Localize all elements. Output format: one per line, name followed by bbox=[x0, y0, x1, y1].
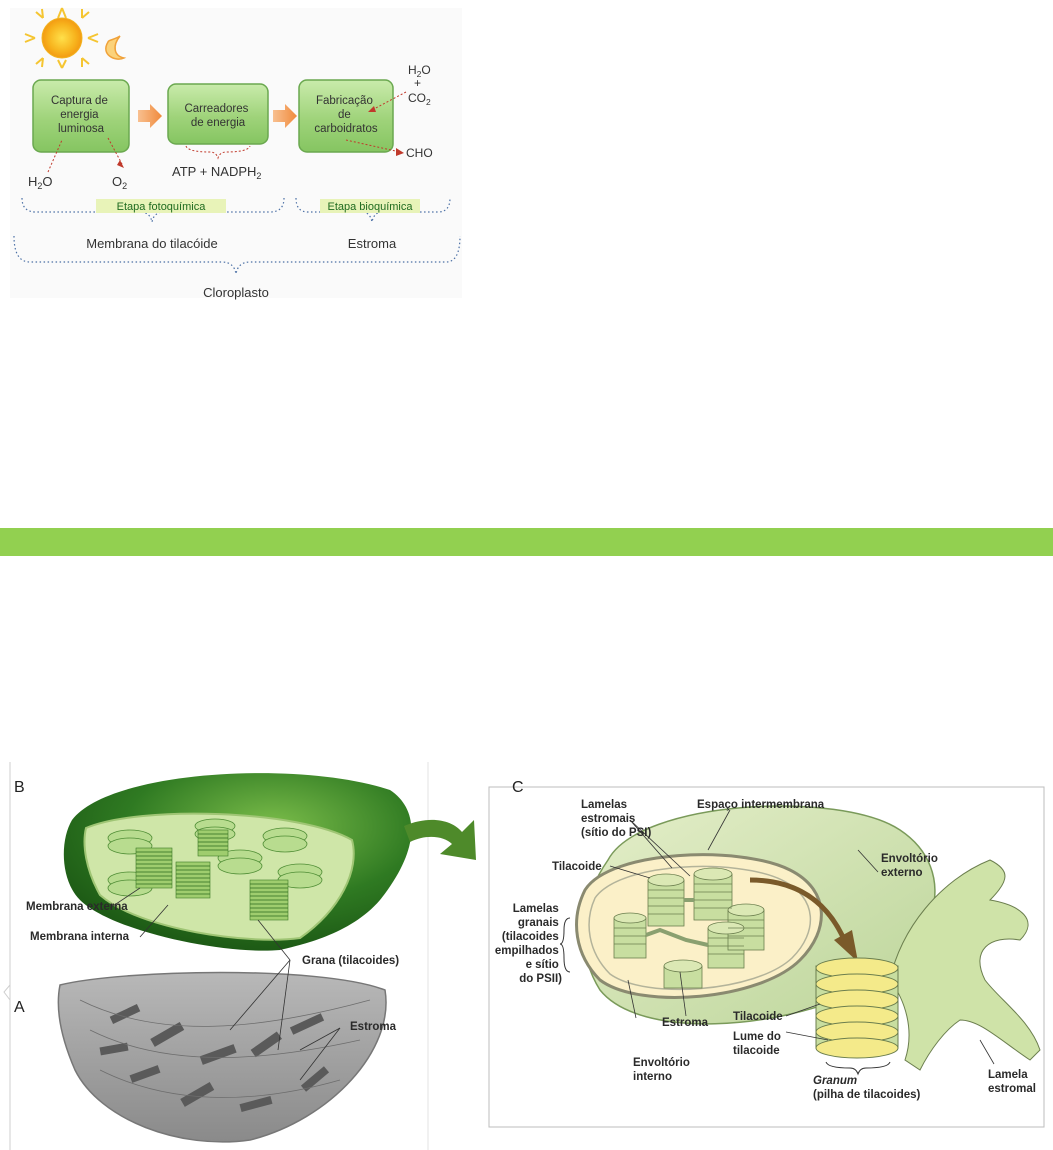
h2o-right-label: H2O bbox=[408, 63, 431, 79]
inner-envelope-label: Envoltório interno bbox=[633, 1057, 693, 1083]
intermembrane-space-label: Espaço intermembrana bbox=[697, 799, 825, 811]
box2-line2: de energia bbox=[191, 117, 246, 129]
cho-label: CHO bbox=[406, 146, 433, 160]
stroma-label: Estroma bbox=[348, 236, 397, 251]
biochemical-highlight bbox=[320, 199, 420, 213]
chloroplast-label: Cloroplasto bbox=[203, 285, 269, 300]
h2o-input-label: H2O bbox=[28, 174, 53, 191]
thylakoid-lumen-label: Lume do tilacoide bbox=[733, 1031, 784, 1057]
carbohydrate-box bbox=[298, 79, 394, 153]
o2-output-label: O2 bbox=[112, 174, 127, 191]
stage-biochemical: Etapa bioquímica bbox=[328, 201, 414, 213]
energy-carriers-box bbox=[167, 83, 269, 145]
carriers-brace bbox=[185, 145, 251, 160]
arrow-right-icon bbox=[138, 104, 162, 128]
reaction-arrows bbox=[47, 91, 407, 173]
stroma-c-label: Estroma bbox=[662, 1017, 709, 1029]
outer-envelope-label: Envoltório externo bbox=[881, 853, 941, 879]
inner-membrane-label: Membrana interna bbox=[30, 931, 130, 943]
atp-nadph-label: ATP + NADPH2 bbox=[172, 164, 261, 181]
chloroplast-micrograph bbox=[57, 971, 387, 1143]
stroma-a-label: Estroma bbox=[350, 1021, 397, 1033]
green-divider bbox=[0, 528, 1053, 556]
box1-line3: luminosa bbox=[58, 123, 105, 135]
diagram-background bbox=[10, 8, 462, 298]
granum-label: Granum bbox=[813, 1075, 857, 1087]
thylakoid-label-2: Tilacoide bbox=[733, 1011, 783, 1023]
svg-text:Carreadores de energia: Carreadores de energia bbox=[184, 103, 251, 129]
stage-brackets bbox=[13, 197, 461, 275]
box3-line3: carboidratos bbox=[314, 123, 378, 135]
panel-c-frame bbox=[488, 786, 1045, 1128]
thylakoid-membrane-label: Membrana do tilacóide bbox=[86, 236, 218, 251]
photosynthesis-stages-diagram: Captura de energia luminosa Carreadores … bbox=[10, 7, 462, 300]
leader-lines-right bbox=[609, 809, 995, 1065]
box2-line1: Carreadores bbox=[184, 103, 248, 115]
photochemical-highlight bbox=[96, 199, 226, 213]
granum-description: (pilha de tilacoides) bbox=[813, 1089, 921, 1101]
stroma-lamellae-label: Lamelas estromais (sítio do PSI) bbox=[581, 799, 651, 839]
plus-sign: + bbox=[414, 76, 421, 90]
light-capture-box bbox=[32, 79, 130, 153]
arrow-right-icon bbox=[273, 104, 297, 128]
stage-photochemical: Etapa fotoquímica bbox=[117, 201, 207, 213]
curved-arrow-icon bbox=[404, 819, 476, 860]
outer-membrane-label: Membrana externa bbox=[26, 901, 128, 913]
box3-line1: Fabricação bbox=[316, 95, 373, 107]
leader-lines-left bbox=[109, 887, 341, 1081]
box1-line1: Captura de bbox=[51, 95, 108, 107]
panel-b-label: B bbox=[14, 779, 25, 796]
light-ray-icon bbox=[105, 35, 127, 60]
panel-a-label: A bbox=[14, 999, 25, 1016]
thylakoid-label-1: Tilacoide bbox=[552, 861, 602, 873]
box1-line2: energia bbox=[60, 109, 99, 121]
sun-icon bbox=[24, 7, 99, 69]
granum-zoom-illustration bbox=[815, 859, 1041, 1076]
svg-text:Fabricação de carboidr: Fabricação de carboidratos bbox=[314, 95, 378, 135]
box3-line2: de bbox=[338, 109, 351, 121]
stroma-lamella-label: Lamela estromal bbox=[988, 1069, 1036, 1095]
co2-label: CO2 bbox=[408, 91, 431, 107]
granal-lamellae-label: Lamelas granais (tilacoides empilhados e… bbox=[495, 903, 562, 985]
chloroplast-3d-illustration bbox=[63, 773, 412, 951]
grana-label: Grana (tilacoides) bbox=[302, 955, 399, 967]
panel-c-label: C bbox=[512, 779, 524, 796]
svg-text:Captura de energia lum: Captura de energia luminosa bbox=[51, 95, 111, 135]
